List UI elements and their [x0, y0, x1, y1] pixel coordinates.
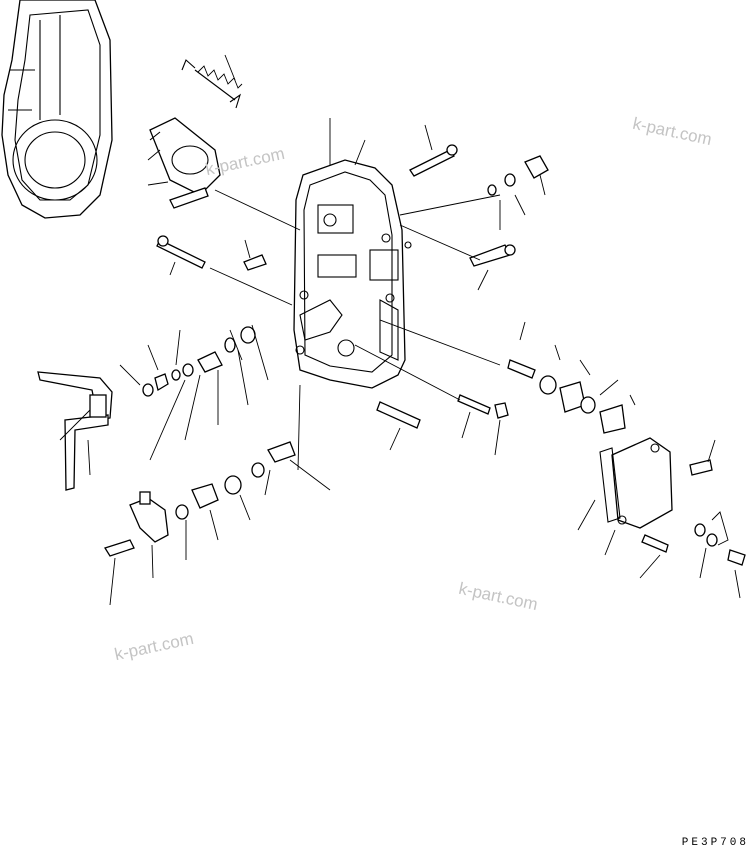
- gear-housing-part: [1, 0, 113, 219]
- lower-left-parts: [104, 441, 296, 557]
- main-governor-body: [293, 159, 412, 389]
- lever-part: [37, 371, 113, 491]
- bracket-part: [149, 117, 221, 209]
- cover-plate-part: [599, 437, 746, 566]
- spring-part: [181, 59, 243, 109]
- bolt-parts: [156, 144, 516, 271]
- washer-row-parts: [142, 326, 256, 397]
- drawing-code: PE3P708: [681, 837, 749, 849]
- leader-lines: [59, 54, 741, 606]
- adjuster-row-parts: [376, 155, 626, 434]
